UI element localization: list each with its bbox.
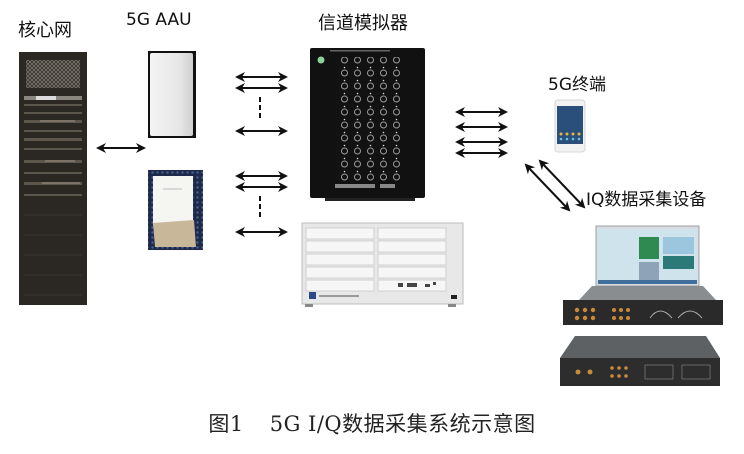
iq-collection-equipment — [560, 225, 723, 386]
arrows-emulator-terminal — [455, 107, 508, 158]
label-terminal: 5G终端 — [548, 75, 606, 95]
figure-title: 5G I/Q数据采集系统示意图 — [269, 412, 536, 436]
aau-device-2 — [148, 170, 203, 250]
aau-device-1 — [148, 51, 196, 138]
label-channel-emulator: 信道模拟器 — [318, 13, 408, 34]
arrows-aau1-emulator — [235, 72, 288, 136]
channel-emulator-device — [310, 48, 425, 201]
label-aau: 5G AAU — [126, 10, 192, 30]
phone-5g-terminal — [554, 99, 586, 153]
test-instrument-chassis — [301, 222, 464, 307]
core-network-rack — [19, 52, 87, 305]
arrows-terminal-iq — [524, 159, 586, 212]
label-iq-device: IQ数据采集设备 — [586, 190, 707, 210]
figure-caption: 图1 5G I/Q数据采集系统示意图 — [0, 408, 744, 438]
figure-number: 图1 — [208, 412, 244, 436]
arrows-aau2-emulator — [235, 171, 288, 237]
label-core-network: 核心网 — [18, 20, 72, 41]
